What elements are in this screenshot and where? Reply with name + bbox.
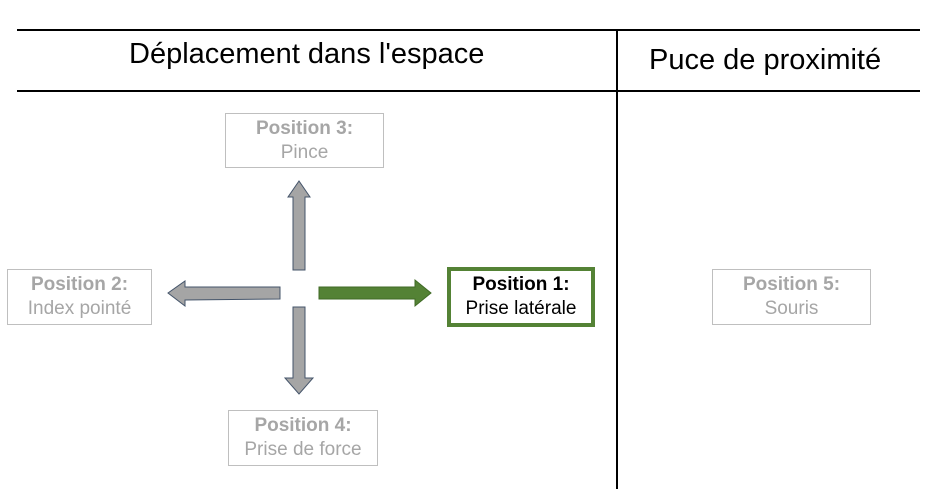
position-3-box: Position 3: Pince <box>225 113 384 168</box>
arrow-left <box>167 280 281 308</box>
table-top-rule <box>17 29 920 31</box>
position-1-box: Position 1: Prise latérale <box>447 267 595 327</box>
table-column-divider <box>616 29 618 489</box>
header-deplacement: Déplacement dans l'espace <box>129 38 485 70</box>
position-2-label: Index pointé <box>27 298 132 319</box>
position-3-title: Position 3: <box>255 117 354 139</box>
header-puce-proximite: Puce de proximité <box>649 44 882 76</box>
position-2-box: Position 2: Index pointé <box>7 269 152 325</box>
position-5-box: Position 5: Souris <box>712 269 871 325</box>
position-1-label: Prise latérale <box>465 298 577 319</box>
position-5-label: Souris <box>764 298 819 319</box>
position-5-title: Position 5: <box>742 274 841 295</box>
table-header-rule <box>17 90 920 92</box>
arrow-right <box>318 278 432 308</box>
arrow-up <box>287 180 311 271</box>
position-1-title: Position 1: <box>472 274 570 295</box>
position-4-label: Prise de force <box>244 439 362 460</box>
position-4-box: Position 4: Prise de force <box>228 410 378 466</box>
position-2-title: Position 2: <box>30 274 129 295</box>
position-3-label: Pince <box>280 141 329 163</box>
arrow-down <box>283 306 315 395</box>
position-4-title: Position 4: <box>254 415 352 436</box>
